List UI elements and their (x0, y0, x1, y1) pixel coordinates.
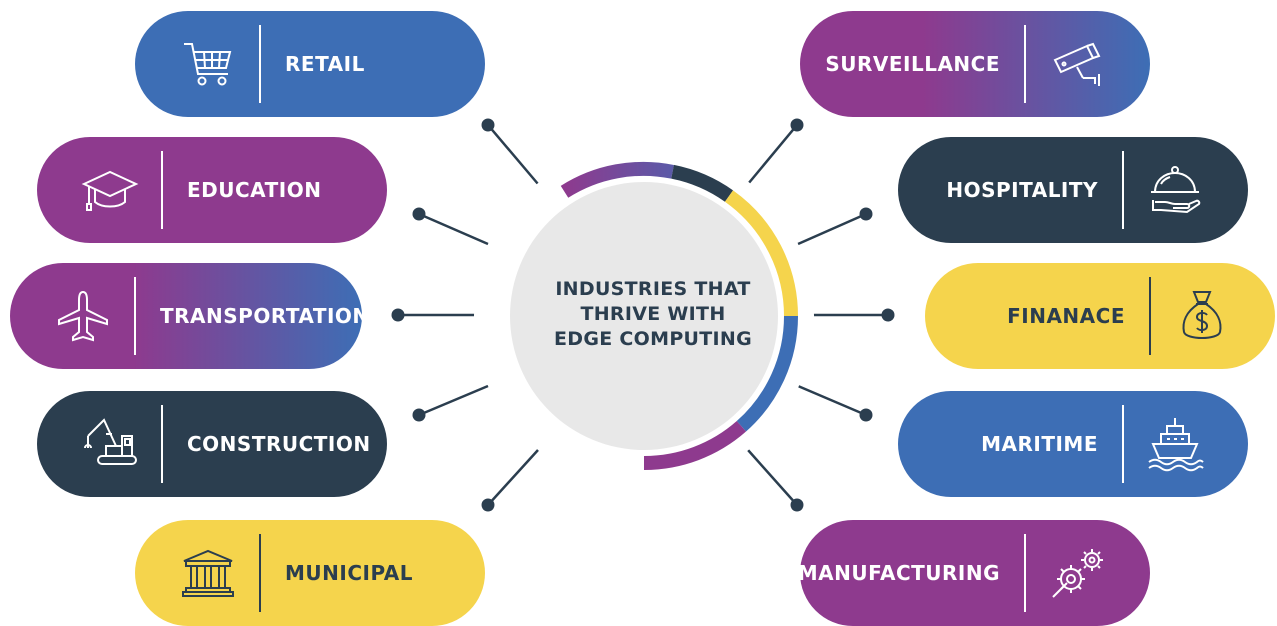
center-title: INDUSTRIES THAT THRIVE WITH EDGE COMPUTI… (508, 277, 798, 352)
connector-line (797, 384, 867, 417)
connector-dot (412, 207, 426, 221)
graduation-cap-icon (73, 153, 147, 227)
connector-dot (481, 118, 495, 132)
industry-pill-construction: CONSTRUCTION (37, 391, 387, 497)
pill-divider (161, 405, 163, 483)
industry-label: HOSPITALITY (946, 178, 1098, 202)
security-camera-icon (1040, 27, 1114, 101)
industry-pill-retail: RETAIL (135, 11, 485, 117)
industry-label: RETAIL (285, 52, 365, 76)
connector-line (487, 449, 539, 506)
center-title-line: THRIVE WITH (580, 303, 726, 325)
pill-divider (1024, 25, 1026, 103)
center-title-line: EDGE COMPUTING (553, 328, 753, 350)
center-circle (510, 182, 778, 450)
connector-dot (481, 498, 495, 512)
connector-dot (859, 207, 873, 221)
connector-line (747, 124, 798, 185)
industry-pill-maritime: MARITIME (898, 391, 1248, 497)
industry-pill-municipal: MUNICIPAL (135, 520, 485, 626)
industry-pill-hospitality: HOSPITALITY (898, 137, 1248, 243)
ship-icon (1138, 407, 1212, 481)
arc-segment-purple-bottom (643, 420, 747, 471)
pill-divider (259, 25, 261, 103)
airplane-icon (46, 279, 120, 353)
industry-label: MARITIME (981, 432, 1098, 456)
shopping-cart-icon (171, 27, 245, 101)
pill-divider (1024, 534, 1026, 612)
industry-label: FINANACE (1007, 304, 1125, 328)
pill-divider (259, 534, 261, 612)
arc-segment-purple (560, 161, 674, 198)
connector-dot (790, 498, 804, 512)
serving-cloche-icon (1138, 153, 1212, 227)
connector-line (418, 384, 489, 417)
industry-label: CONSTRUCTION (187, 432, 371, 456)
arc-segment-blue (736, 315, 799, 432)
pill-divider (134, 277, 136, 355)
pill-divider (1122, 151, 1124, 229)
connector-dot (881, 308, 895, 322)
pill-divider (1149, 277, 1151, 355)
pill-divider (1122, 405, 1124, 483)
connector-dot (412, 408, 426, 422)
industry-pill-manufacturing: MANUFACTURING (797, 520, 1150, 626)
connector-line (747, 449, 798, 506)
industry-pill-transportation: TRANSPORTATION (10, 263, 369, 369)
connector-line (418, 212, 489, 246)
industry-label: MUNICIPAL (285, 561, 413, 585)
connector-line (797, 212, 867, 246)
industry-label: SURVEILLANCE (825, 52, 1000, 76)
connector-line (487, 124, 539, 185)
crane-icon (73, 407, 147, 481)
gears-icon (1040, 536, 1114, 610)
center-title-line: INDUSTRIES THAT (555, 278, 751, 300)
industry-pill-finance: FINANACE (925, 263, 1275, 369)
industry-pill-education: EDUCATION (37, 137, 387, 243)
pill-divider (161, 151, 163, 229)
government-building-icon (171, 536, 245, 610)
industry-label: MANUFACTURING (797, 561, 1000, 585)
arc-segment-yellow (724, 190, 798, 317)
connector-dot (859, 408, 873, 422)
connector-dot (790, 118, 804, 132)
industry-label: TRANSPORTATION (160, 304, 370, 328)
arc-segment-dark (671, 164, 734, 202)
industry-pill-surveillance: SURVEILLANCE (800, 11, 1150, 117)
industry-label: EDUCATION (187, 178, 322, 202)
connector-dot (391, 308, 405, 322)
money-bag-icon (1165, 279, 1239, 353)
